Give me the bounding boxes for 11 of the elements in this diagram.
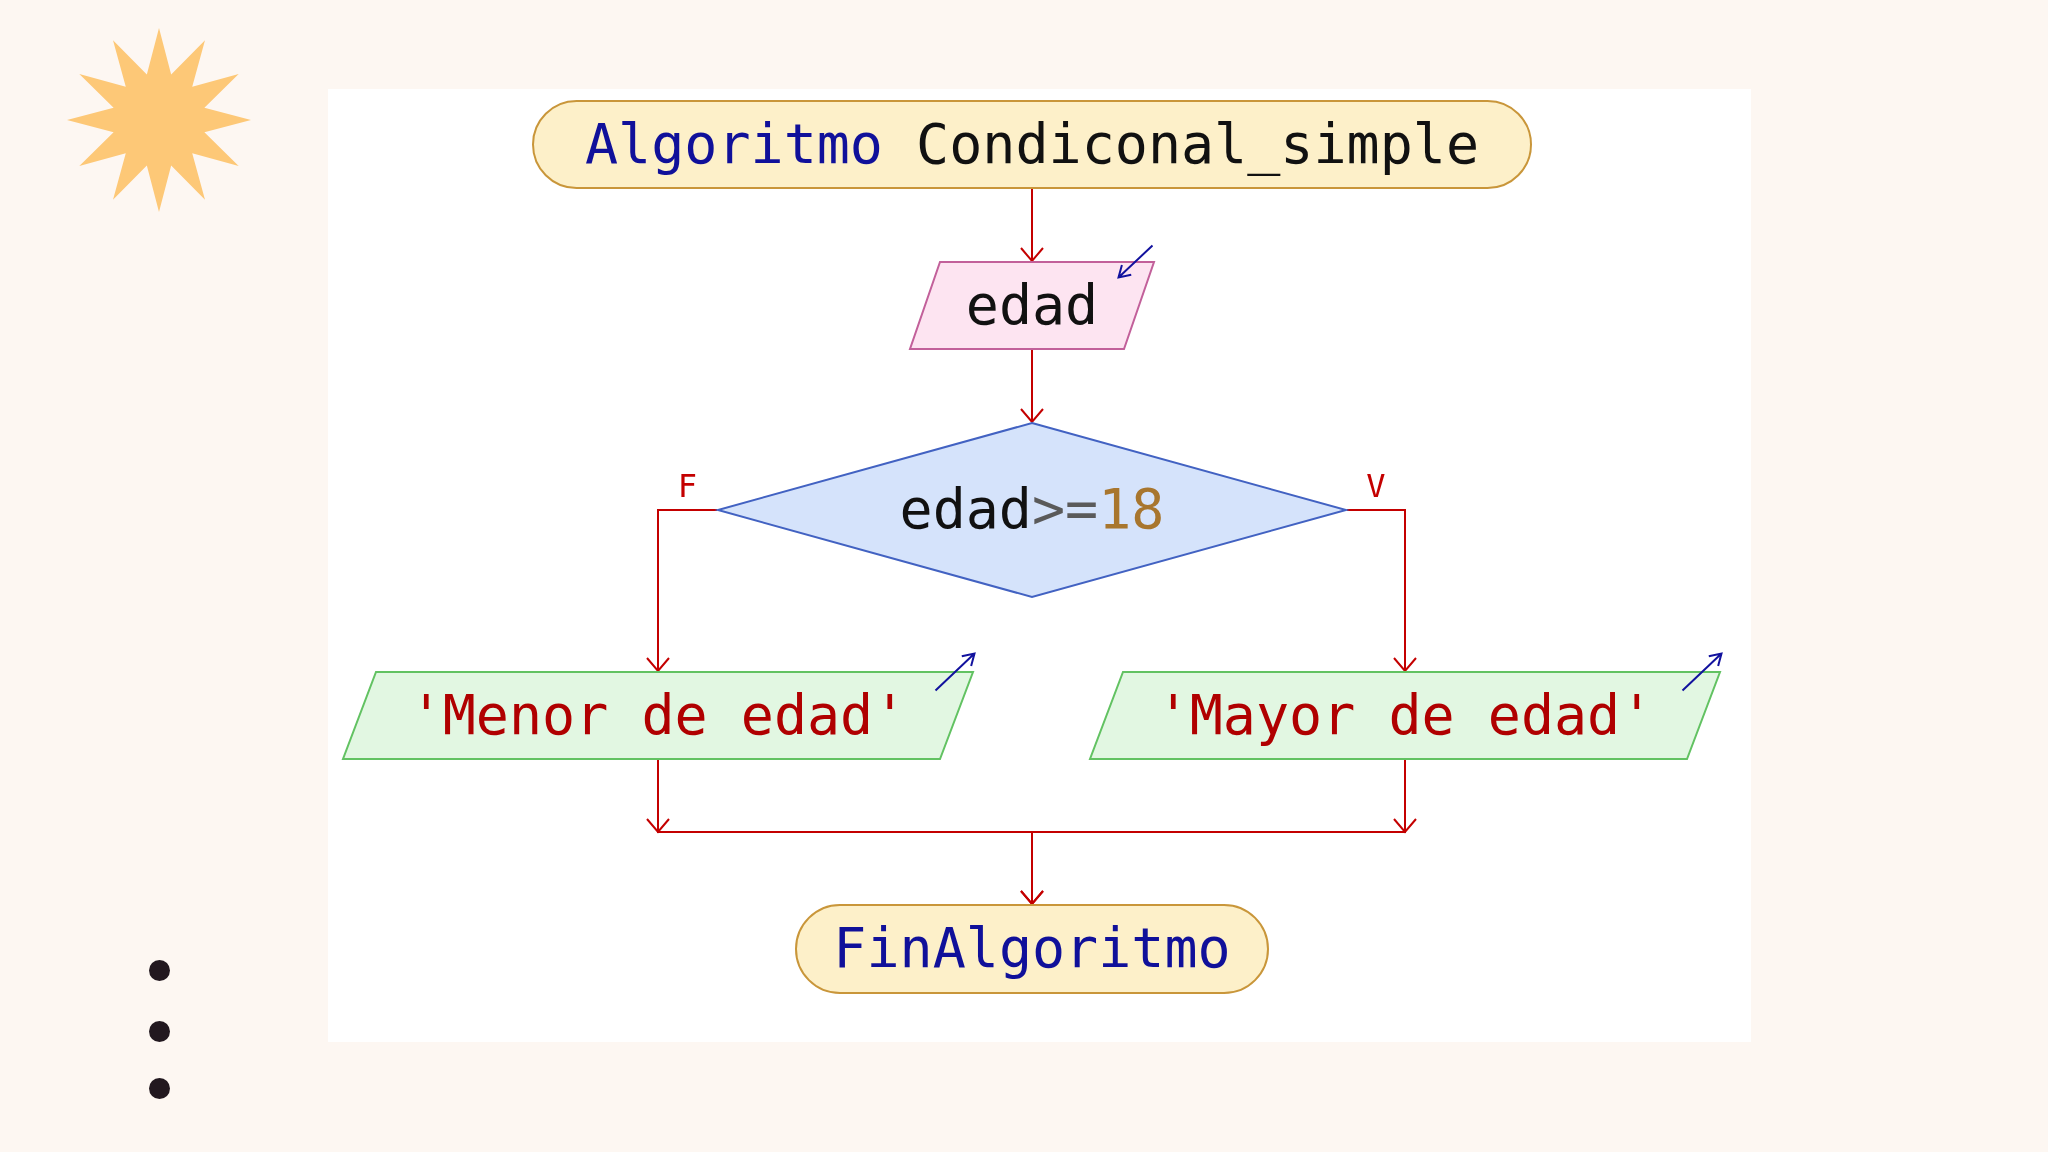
node-label: 'Mayor de edad' bbox=[1156, 684, 1654, 747]
terminal-shape bbox=[532, 100, 1532, 189]
output-parallelogram bbox=[1089, 671, 1721, 760]
node-label: FinAlgoritmo bbox=[833, 918, 1231, 980]
terminal-shape bbox=[795, 904, 1269, 994]
output-parallelogram bbox=[342, 671, 974, 760]
decision-diamond bbox=[717, 422, 1347, 598]
node-label: edad>=18 bbox=[899, 479, 1165, 541]
node-label: edad bbox=[965, 274, 1099, 337]
node-label: 'Menor de edad' bbox=[409, 684, 907, 747]
node-label: Algoritmo Condiconal_simple bbox=[584, 113, 1479, 176]
